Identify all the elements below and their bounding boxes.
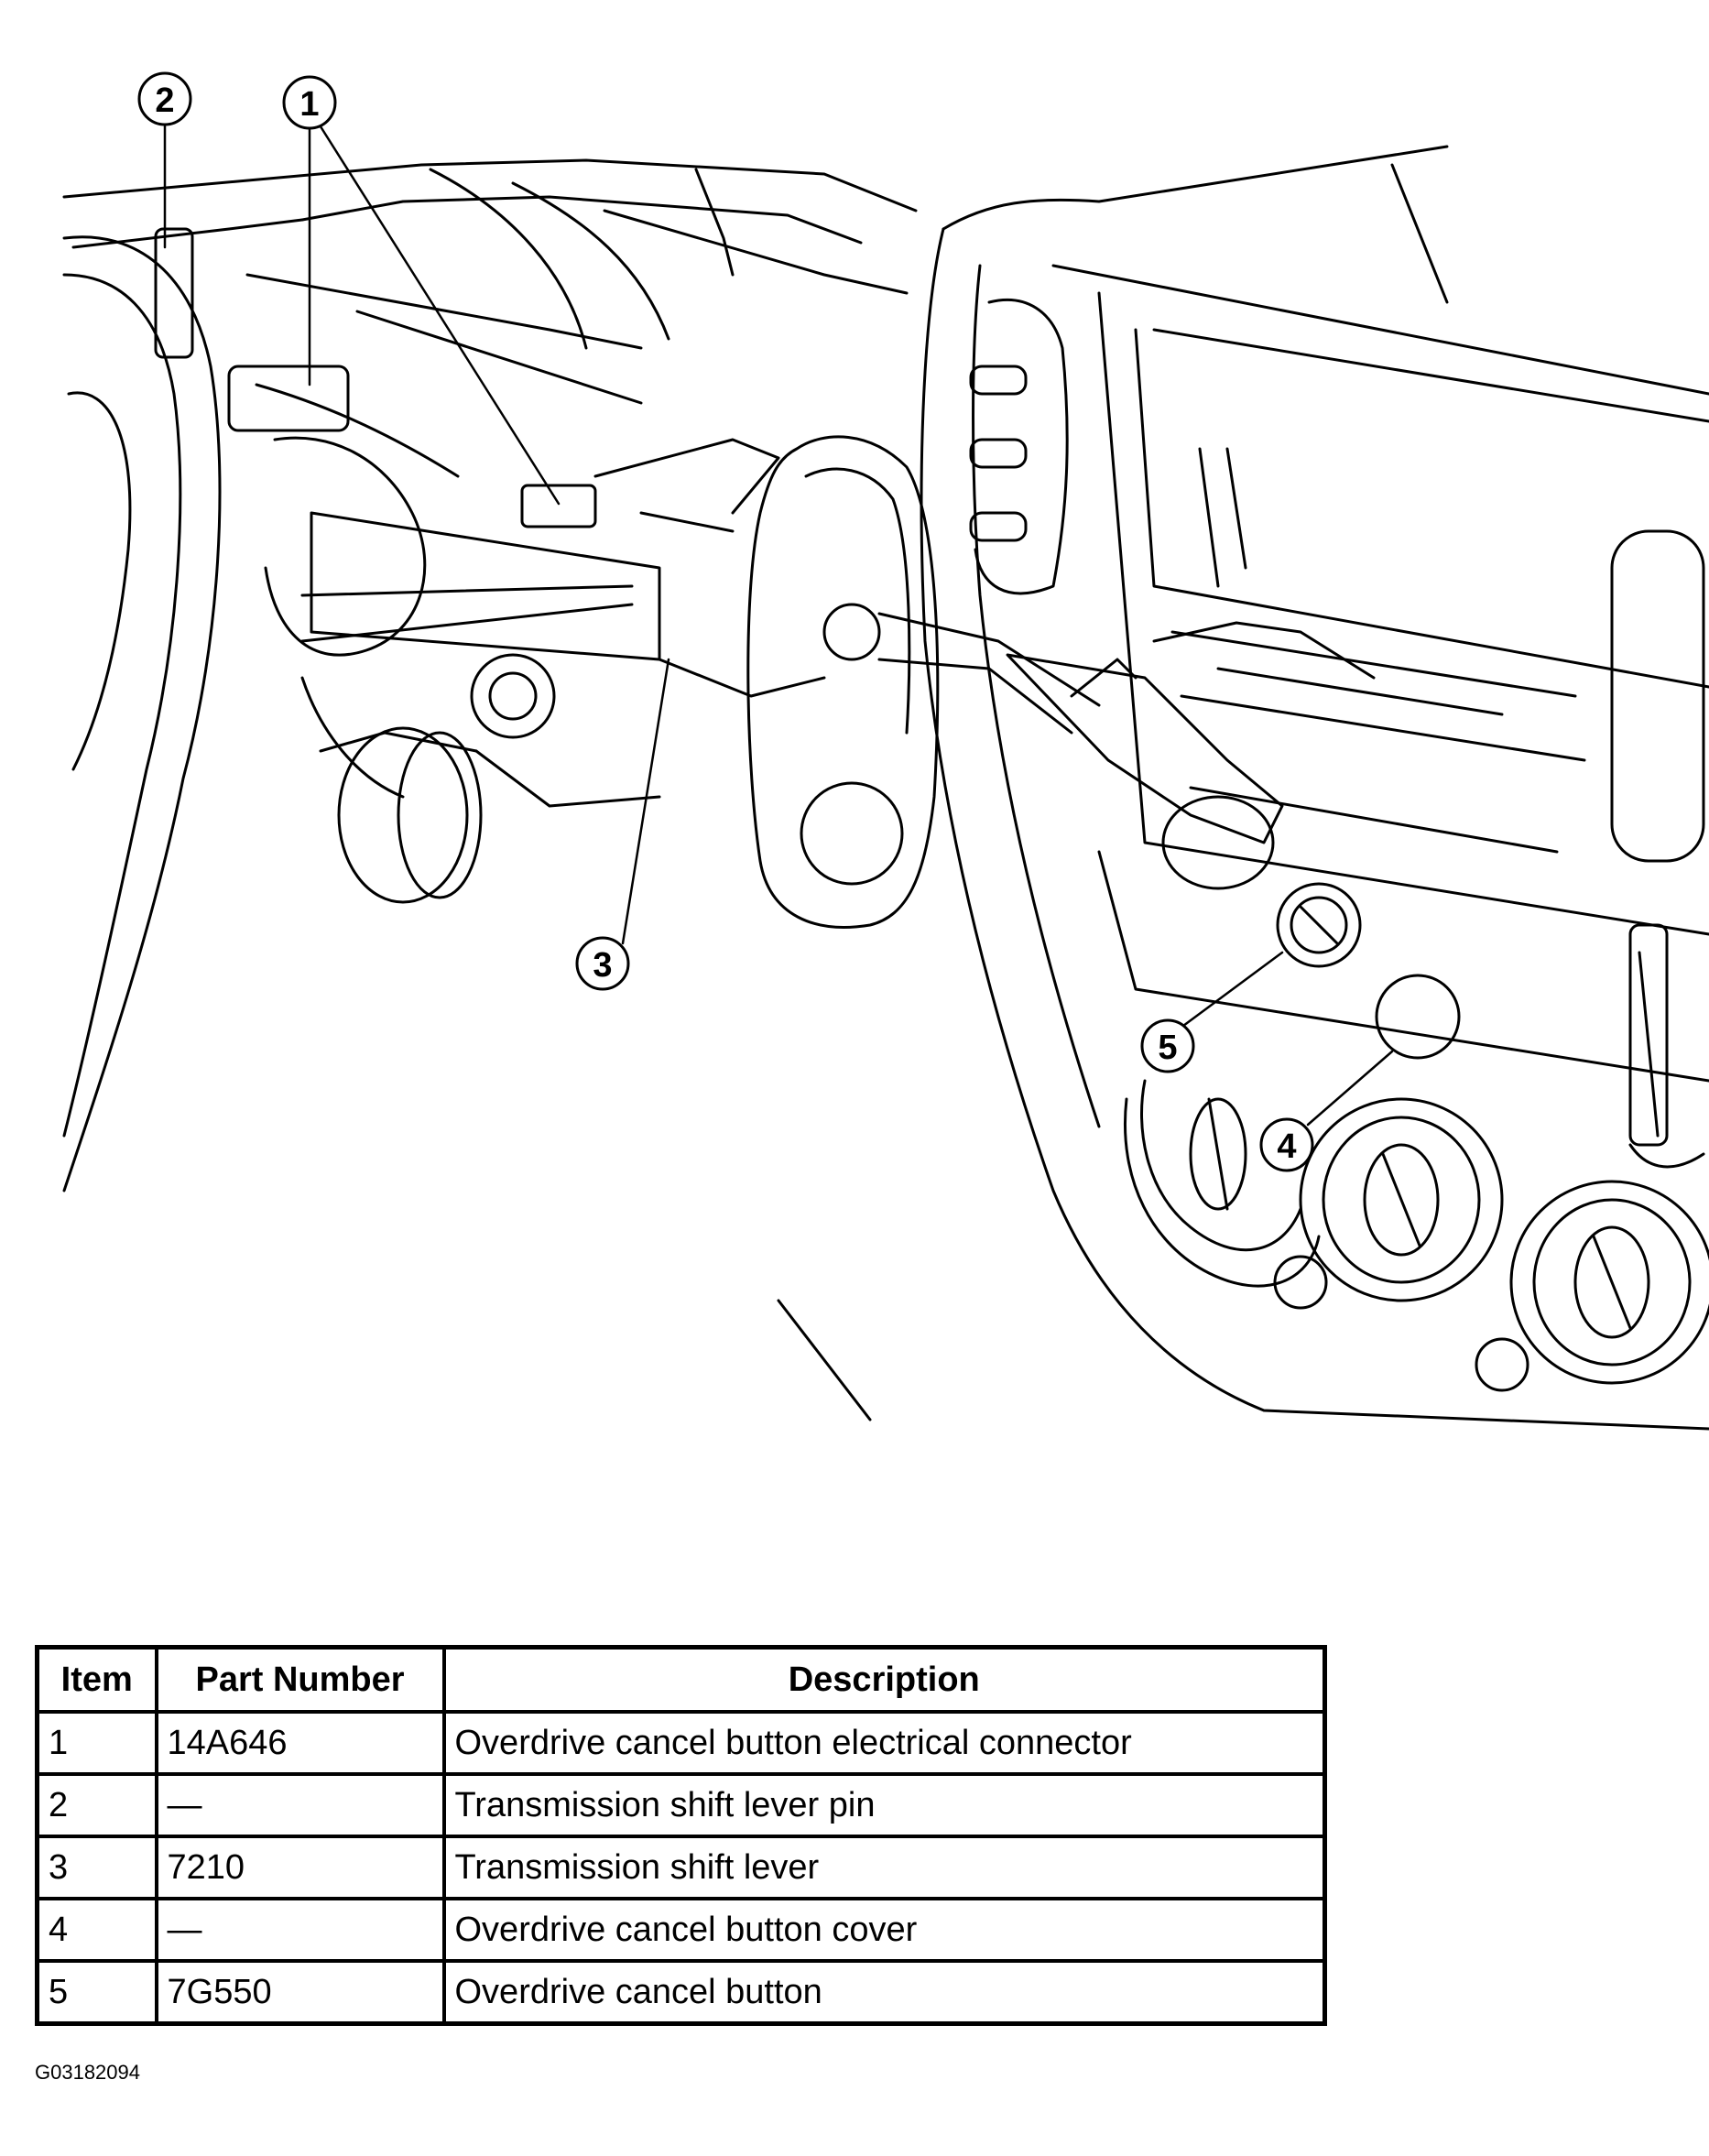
transmission-shift-lever <box>877 612 1504 890</box>
callout-3: 3 <box>575 936 630 991</box>
cell-part-number: 7210 <box>154 1835 446 1900</box>
figure-id: G03182094 <box>35 2061 140 2084</box>
callout-4: 4 <box>1259 1117 1314 1172</box>
cell-description: Transmission shift lever pin <box>441 1772 1327 1838</box>
cell-part-number: — <box>154 1772 446 1838</box>
callout-2: 2 <box>137 71 192 126</box>
table-row: 4 — Overdrive cancel button cover <box>35 1897 1327 1963</box>
exploded-view-diagram: 1 2 3 4 5 <box>62 71 1709 1431</box>
svg-text:4: 4 <box>1277 1127 1296 1166</box>
cell-part-number: 14A646 <box>154 1710 446 1776</box>
center-stack <box>920 145 1709 1431</box>
cell-part-number: — <box>154 1897 446 1963</box>
cell-item: 4 <box>35 1897 158 1963</box>
svg-text:5: 5 <box>1158 1029 1177 1067</box>
leader-lines <box>163 119 1394 1127</box>
header-item: Item <box>35 1645 158 1714</box>
svg-text:3: 3 <box>593 946 612 985</box>
table-row: 1 14A646 Overdrive cancel button electri… <box>35 1710 1327 1776</box>
steering-column <box>154 227 826 904</box>
cell-item: 5 <box>35 1959 158 2026</box>
parts-table: Item Part Number Description 1 14A646 Ov… <box>35 1645 1327 2026</box>
column-shroud <box>746 435 940 929</box>
table-row: 5 7G550 Overdrive cancel button <box>35 1959 1327 2026</box>
cell-description: Overdrive cancel button cover <box>441 1897 1327 1963</box>
table-row: 3 7210 Transmission shift lever <box>35 1835 1327 1900</box>
overdrive-cancel-parts <box>1276 882 1461 1060</box>
cell-part-number: 7G550 <box>154 1959 446 2026</box>
table-row: 2 — Transmission shift lever pin <box>35 1772 1327 1838</box>
svg-text:1: 1 <box>299 85 319 124</box>
cell-description: Overdrive cancel button <box>441 1959 1327 2026</box>
dashboard-outline <box>62 158 918 1421</box>
callout-5: 5 <box>1140 1018 1195 1073</box>
cell-item: 1 <box>35 1710 158 1776</box>
cell-item: 3 <box>35 1835 158 1900</box>
header-description: Description <box>441 1645 1327 1714</box>
cell-description: Transmission shift lever <box>441 1835 1327 1900</box>
cell-item: 2 <box>35 1772 158 1838</box>
cell-description: Overdrive cancel button electrical conne… <box>441 1710 1327 1776</box>
air-vents <box>1124 1079 1709 1392</box>
table-header-row: Item Part Number Description <box>35 1645 1327 1714</box>
steering-wheel-rim <box>62 235 222 1192</box>
header-part-number: Part Number <box>154 1645 446 1714</box>
callout-1: 1 <box>282 75 337 130</box>
svg-text:2: 2 <box>155 82 174 120</box>
